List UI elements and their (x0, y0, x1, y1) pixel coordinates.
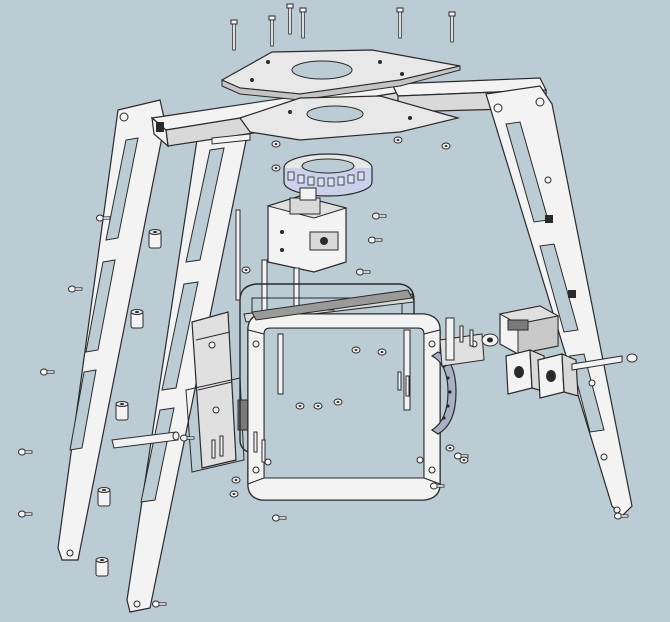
long-pins (111, 133, 638, 449)
top-screws (230, 3, 456, 51)
left-rear-leg (57, 99, 166, 561)
side-frame (185, 311, 249, 473)
servo-motor (481, 305, 560, 355)
lower-mount-plate (239, 95, 461, 141)
right-leg (485, 85, 633, 517)
bearing-ring (283, 153, 373, 197)
cage-top-tube (251, 289, 413, 321)
cage-screws (211, 325, 474, 463)
servo-brackets (505, 349, 579, 399)
tilt-bracket (266, 187, 348, 273)
top-mount-plate (220, 49, 461, 101)
